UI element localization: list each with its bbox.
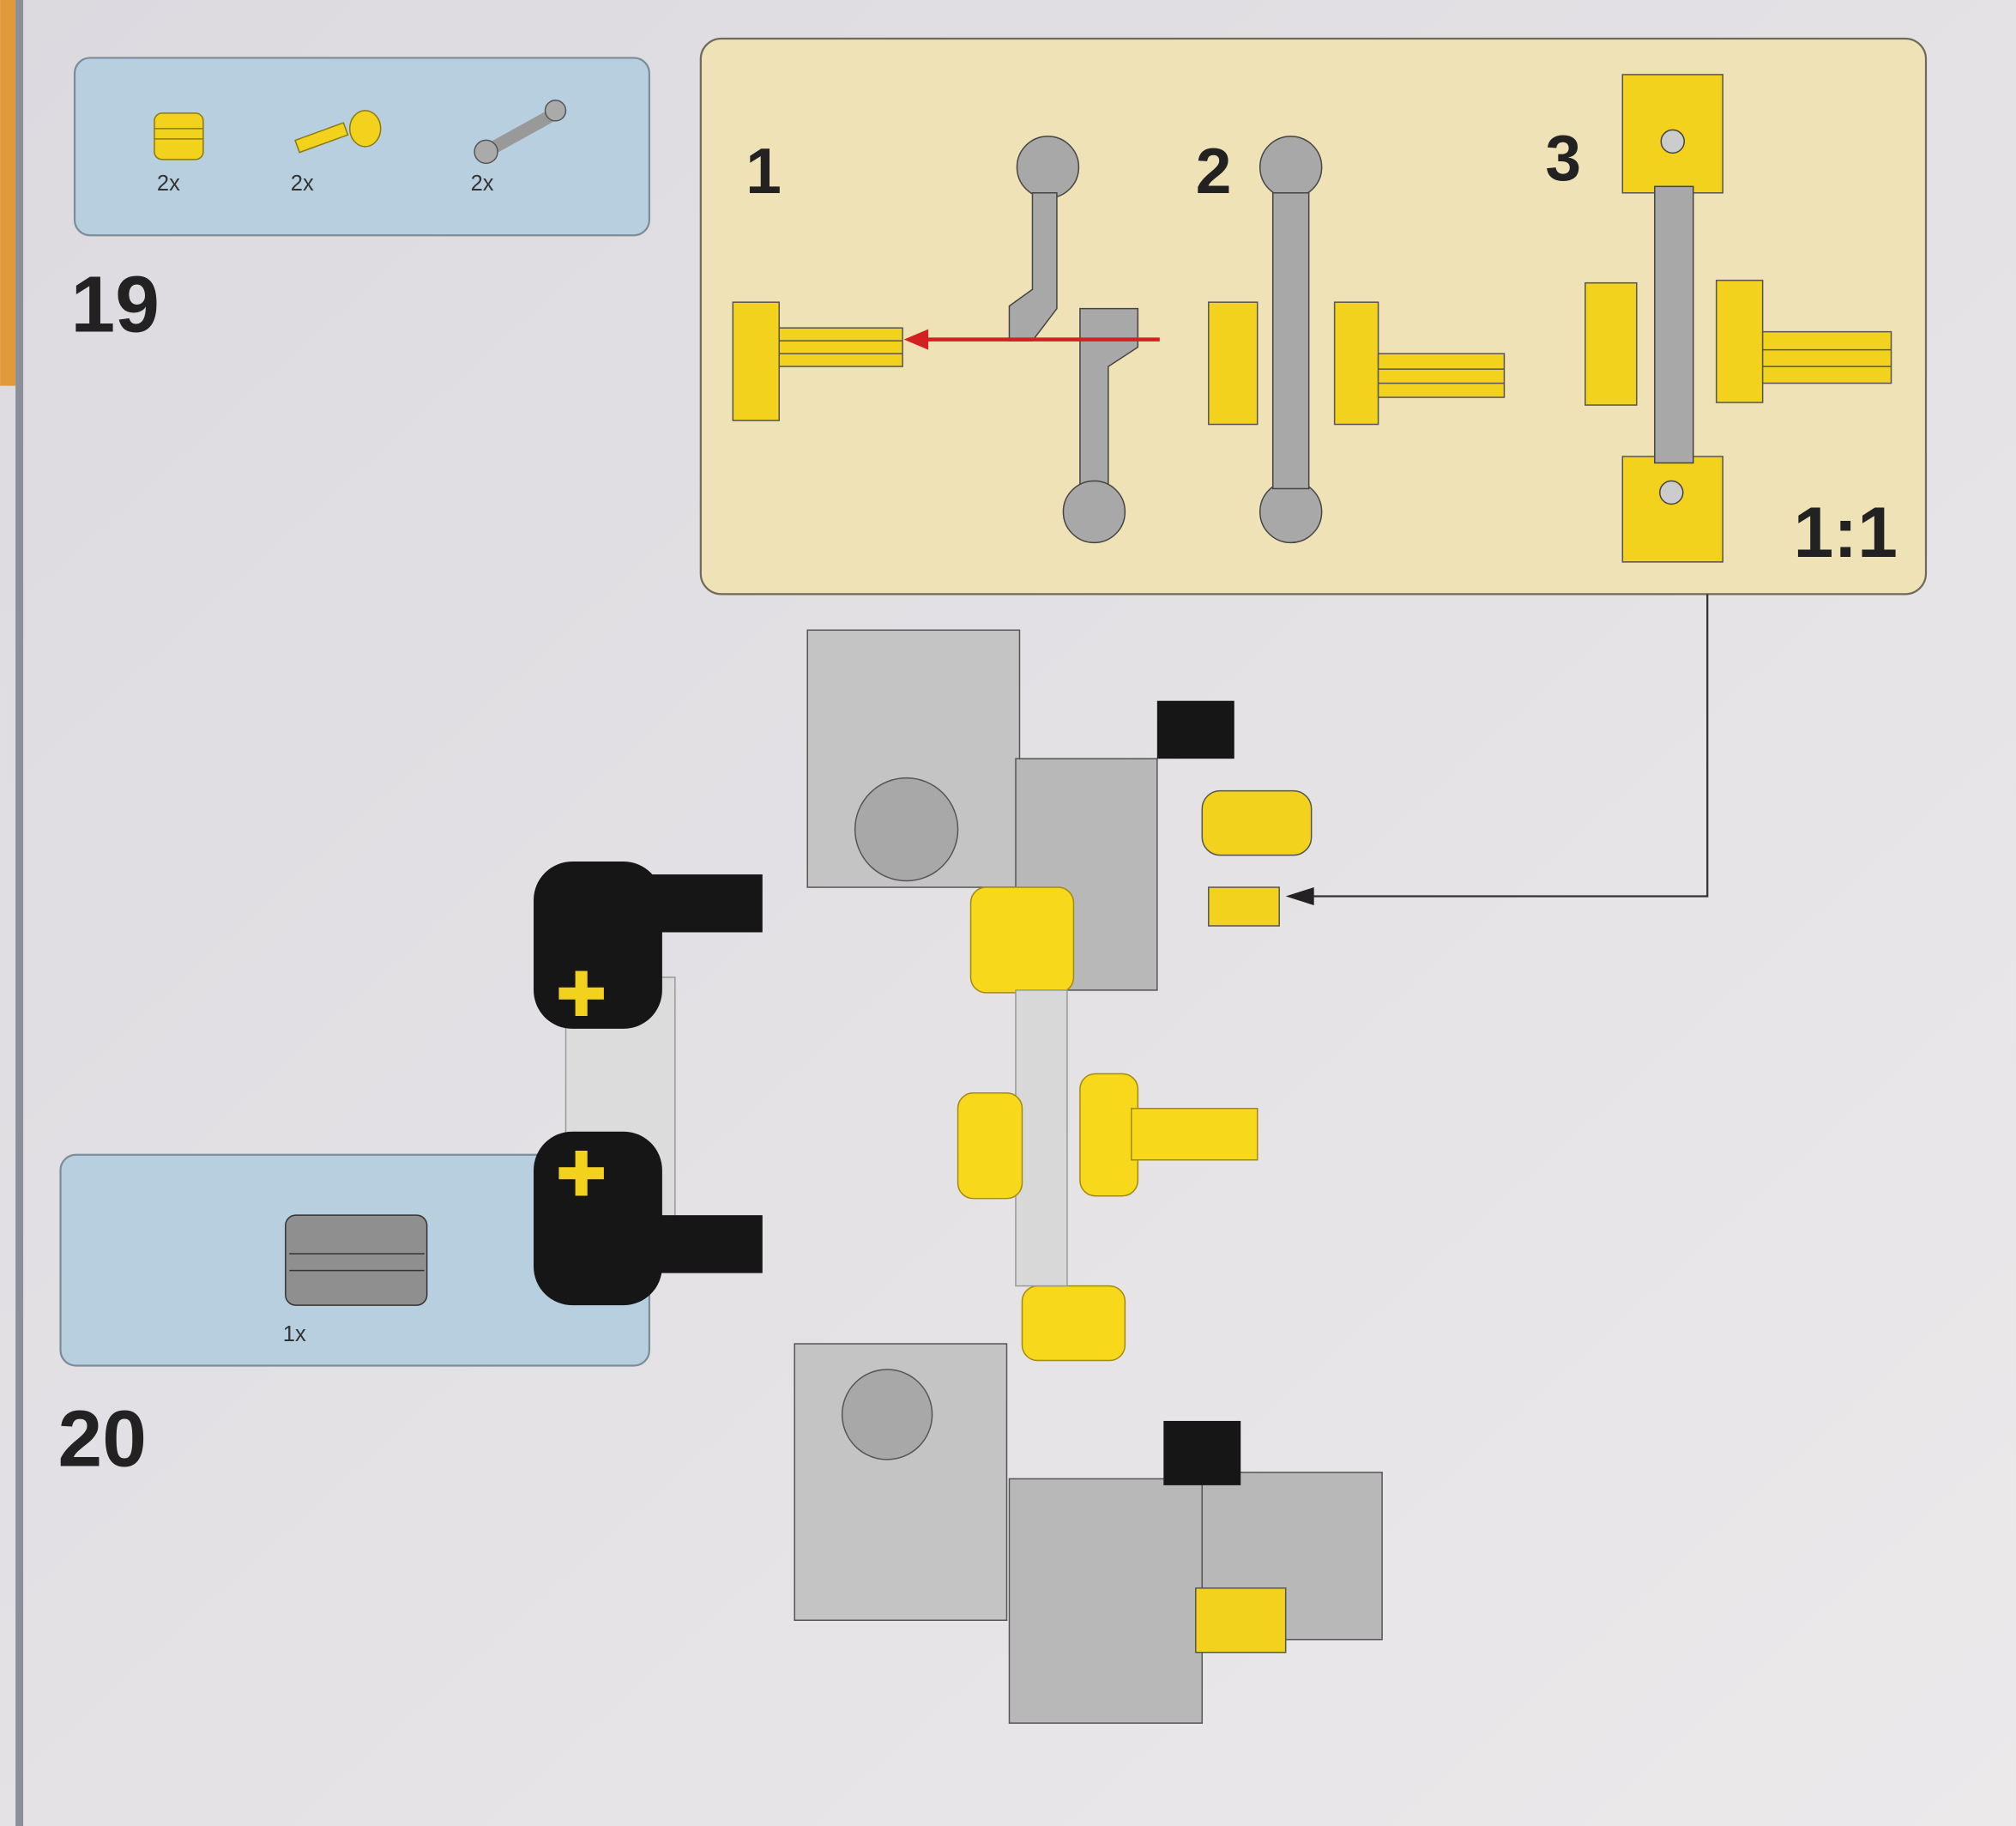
piston-icon xyxy=(154,112,204,160)
substep2-drawing xyxy=(1208,136,1506,544)
axle-pin-icon xyxy=(294,110,382,154)
crank-arm-qty: 2x xyxy=(471,172,494,196)
engine-cylinder-qty: 1x xyxy=(283,1322,306,1346)
step20-parts-box: 1x xyxy=(59,1153,651,1367)
step20-number: 20 xyxy=(58,1394,147,1483)
callout-arrow-icon xyxy=(1285,887,1314,906)
printed-engine-bottom xyxy=(794,1343,1383,1724)
scale-label: 1:1 xyxy=(1794,492,1898,572)
axle-pin-qty: 2x xyxy=(291,172,314,196)
engine-cylinder-icon xyxy=(285,1214,428,1306)
step19-subassembly-box: 1 2 3 1:1 xyxy=(699,37,1928,596)
step19-parts-box: 2x 2x 2x xyxy=(73,57,651,237)
arrow-head-icon xyxy=(903,329,929,350)
callout-line xyxy=(1308,594,1709,898)
physical-black-bracket: ✚ ✚ xyxy=(534,862,763,1306)
step19-number: 19 xyxy=(71,260,160,349)
page-binding-edge xyxy=(15,0,24,1826)
substep-3-label: 3 xyxy=(1545,122,1581,194)
piston-qty: 2x xyxy=(157,172,180,196)
substep-2-label: 2 xyxy=(1196,135,1232,207)
orange-edge xyxy=(0,0,16,386)
cross-axle-hole-icon: ✚ xyxy=(555,1141,607,1210)
substep3-drawing xyxy=(1584,74,1892,563)
substep1-drawing xyxy=(732,136,1160,544)
crank-arm-icon xyxy=(474,100,567,165)
cross-axle-hole-icon: ✚ xyxy=(555,961,607,1030)
substep-1-label: 1 xyxy=(745,135,782,207)
physical-crankshaft xyxy=(957,886,1258,1362)
